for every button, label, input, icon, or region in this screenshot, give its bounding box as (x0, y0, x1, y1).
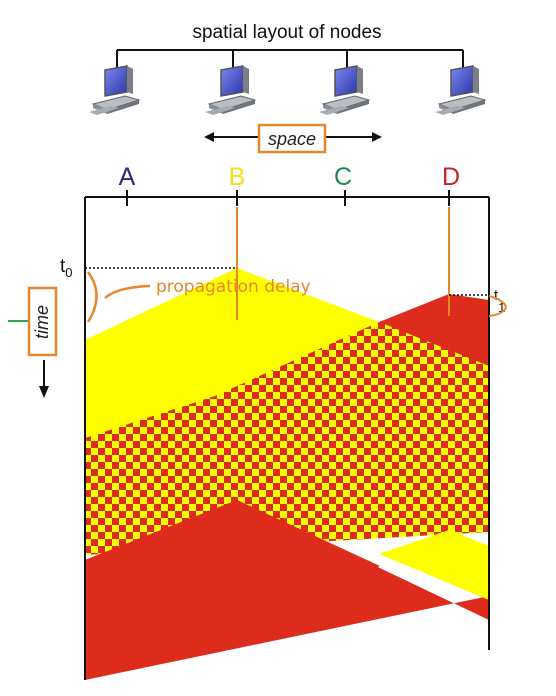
computer-icon (435, 65, 487, 115)
computer-icon (319, 65, 371, 115)
collision-region (85, 322, 489, 555)
node-label-a: A (119, 163, 136, 191)
propagation-delay-label: propagation delay (156, 277, 311, 297)
node-label-c: C (334, 163, 352, 191)
time-frame (84, 190, 490, 680)
space-label: space (268, 129, 316, 149)
red-lower-left (85, 500, 380, 680)
signal-regions (85, 268, 489, 680)
node-label-d: D (442, 163, 460, 191)
diagram-title: spatial layout of nodes (192, 22, 381, 43)
time-label: time (32, 305, 52, 339)
propagation-pointer (104, 284, 151, 299)
t1-label: t1 (494, 287, 505, 315)
t1-bracket (488, 295, 508, 317)
space-arrow (204, 132, 382, 142)
time-label-box (27, 286, 58, 357)
space-label-box (257, 123, 327, 154)
t0-label: t0 (60, 256, 73, 280)
time-arrow (39, 360, 49, 398)
node-label-b: B (229, 163, 246, 191)
computer-icon (89, 65, 141, 115)
node-markers (236, 207, 450, 320)
computer-icon (205, 65, 257, 115)
network-bus (116, 49, 464, 72)
yellow-bottom-region (379, 530, 489, 600)
propagation-bracket (86, 271, 98, 323)
